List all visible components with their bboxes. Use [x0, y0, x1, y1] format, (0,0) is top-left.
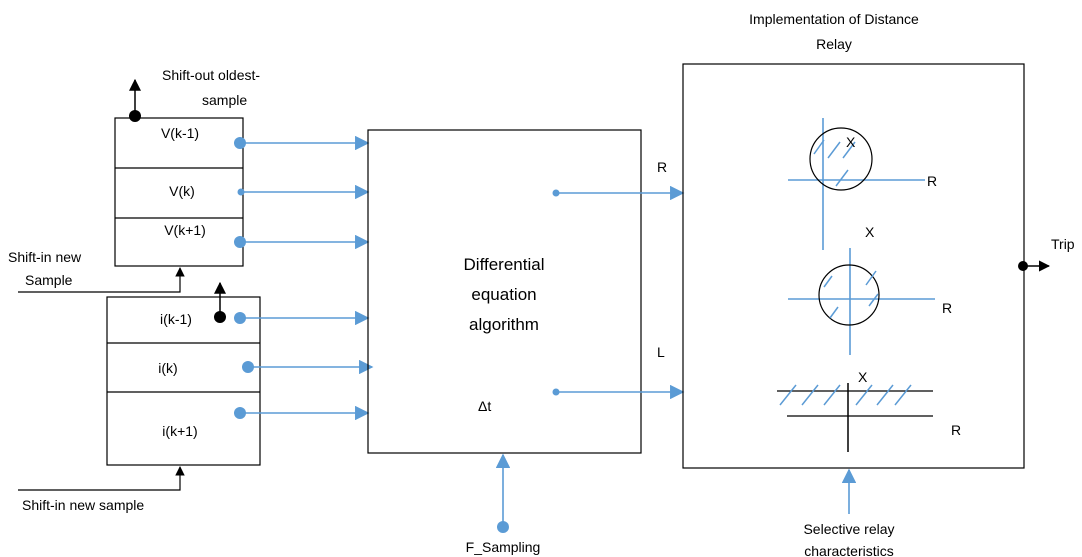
algorithm-label-line2: equation — [471, 285, 536, 304]
algorithm-block — [367, 129, 642, 454]
current-shift-out-arrow — [214, 281, 226, 323]
algorithm-label-line3: algorithm — [469, 315, 539, 334]
voltage-cell-k-minus-1: V(k-1) — [161, 125, 199, 141]
axis-r-label-2: R — [942, 300, 952, 316]
voltage-shift-in-arrow — [18, 267, 185, 293]
current-cell-k-minus-1: i(k-1) — [160, 311, 192, 327]
characteristics-label-line2: characteristics — [804, 543, 893, 557]
output-l-label: L — [657, 344, 665, 360]
algorithm-label-line1: Differential — [464, 255, 545, 274]
voltage-cell-k-plus-1: V(k+1) — [164, 222, 206, 238]
current-shift-in-label: Shift-in new sample — [22, 497, 144, 513]
current-cell-k-plus-1: i(k+1) — [162, 423, 197, 439]
axis-x-label-3: X — [858, 369, 868, 385]
current-cell-k: i(k) — [158, 360, 177, 376]
voltage-shift-in-line1: Shift-in new — [8, 249, 82, 265]
voltage-shift-in-line2: Sample — [25, 272, 73, 288]
characteristic-reactance — [777, 383, 933, 452]
axis-r-label-3: R — [951, 422, 961, 438]
axis-x-label-2: X — [865, 224, 875, 240]
voltage-cell-k: V(k) — [169, 183, 195, 199]
delta-t-label: Δt — [478, 398, 491, 414]
shift-out-arrow — [129, 78, 141, 122]
characteristic-mho-circle — [788, 118, 925, 250]
characteristic-impedance-circle — [788, 248, 935, 355]
output-r-label: R — [657, 159, 667, 175]
relay-title-line2: Relay — [816, 36, 852, 52]
shift-out-label-line1: Shift-out oldest- — [162, 67, 260, 83]
sampling-label: F_Sampling — [466, 539, 541, 555]
relay-title-line1: Implementation of Distance — [749, 11, 919, 27]
voltage-input-arrows — [234, 135, 370, 250]
voltage-buffer: V(k-1) V(k) V(k+1) — [114, 117, 244, 267]
shift-out-label-line2: sample — [202, 92, 247, 108]
current-input-arrows — [234, 310, 374, 421]
relay-block — [682, 63, 1025, 469]
trip-label: Trip — [1051, 236, 1075, 252]
axis-r-label-1: R — [927, 173, 937, 189]
axis-x-label-1: X — [846, 134, 856, 150]
characteristics-label-line1: Selective relay — [803, 521, 894, 537]
current-shift-in-arrow — [18, 466, 185, 491]
current-buffer: i(k-1) i(k) i(k+1) — [106, 296, 261, 466]
